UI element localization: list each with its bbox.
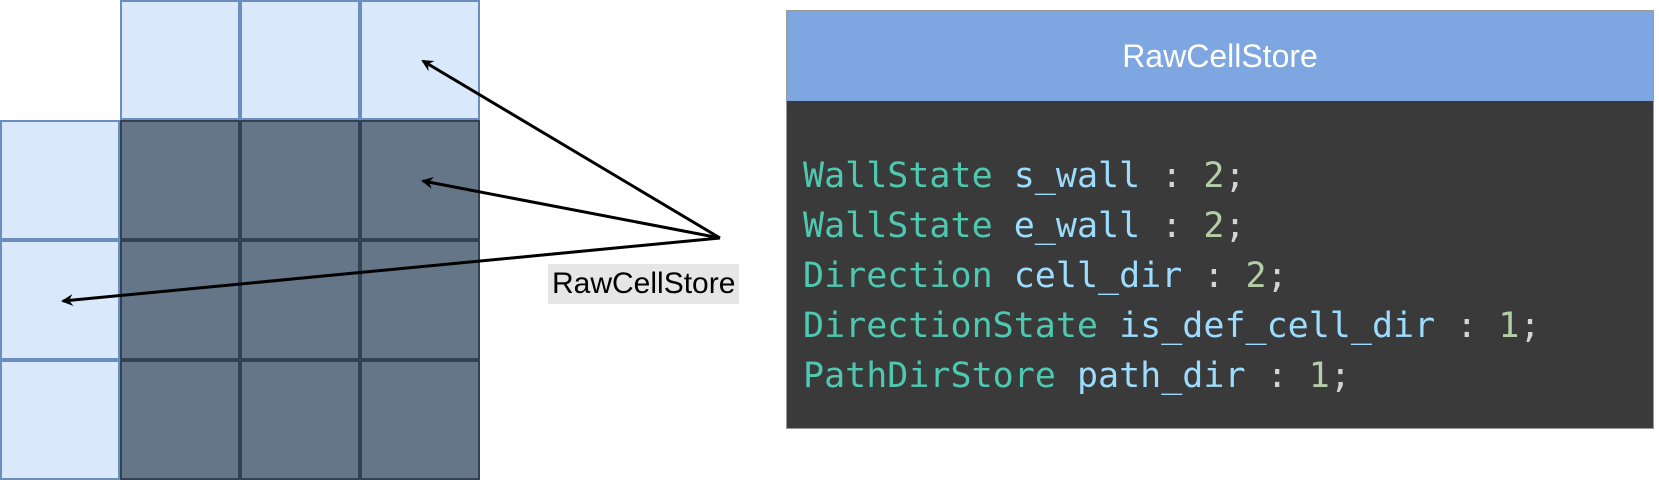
field-type: PathDirStore bbox=[803, 356, 1056, 396]
field-semicolon: ; bbox=[1266, 256, 1288, 296]
field-semicolon: ; bbox=[1519, 306, 1541, 346]
grid-cell-dark bbox=[240, 240, 360, 360]
grid-cell-dark bbox=[120, 120, 240, 240]
field-colon: : bbox=[1140, 206, 1204, 246]
field-colon: : bbox=[1245, 356, 1309, 396]
struct-title: RawCellStore bbox=[787, 11, 1653, 101]
field-name: cell_dir bbox=[1013, 256, 1183, 296]
pointer-arrow bbox=[61, 236, 721, 307]
field-semicolon: ; bbox=[1224, 206, 1246, 246]
grid-cell-light bbox=[360, 0, 480, 120]
field-bits: 2 bbox=[1203, 206, 1225, 246]
grid-cell-light bbox=[120, 0, 240, 120]
field-semicolon: ; bbox=[1329, 356, 1351, 396]
grid-cell-dark bbox=[360, 240, 480, 360]
field-name: e_wall bbox=[1013, 206, 1141, 246]
field-type: DirectionState bbox=[803, 306, 1099, 346]
struct-field: DirectionState is_def_cell_dir : 1; bbox=[803, 301, 1653, 351]
arrow-label: RawCellStore bbox=[548, 264, 740, 304]
field-bits: 1 bbox=[1308, 356, 1330, 396]
field-colon: : bbox=[1435, 306, 1499, 346]
field-bits: 2 bbox=[1203, 156, 1225, 196]
grid-cell-light bbox=[0, 120, 120, 240]
grid-cell-dark bbox=[120, 360, 240, 480]
grid-cell-dark bbox=[240, 360, 360, 480]
struct-box: RawCellStore WallState s_wall : 2;WallSt… bbox=[786, 10, 1654, 429]
field-bits: 1 bbox=[1498, 306, 1520, 346]
field-type: WallState bbox=[803, 206, 993, 246]
struct-field: PathDirStore path_dir : 1; bbox=[803, 351, 1653, 401]
field-name: is_def_cell_dir bbox=[1119, 306, 1436, 346]
grid-cell-light bbox=[240, 0, 360, 120]
pointer-arrow bbox=[421, 59, 721, 240]
field-semicolon: ; bbox=[1224, 156, 1246, 196]
field-type: WallState bbox=[803, 156, 993, 196]
grid-cell-light bbox=[0, 360, 120, 480]
grid-cell-dark bbox=[360, 120, 480, 240]
struct-fields: WallState s_wall : 2;WallState e_wall : … bbox=[787, 101, 1653, 401]
grid-cell-light bbox=[0, 240, 120, 360]
field-colon: : bbox=[1140, 156, 1204, 196]
grid-cell-dark bbox=[240, 120, 360, 240]
struct-field: Direction cell_dir : 2; bbox=[803, 251, 1653, 301]
grid-cell-dark bbox=[120, 240, 240, 360]
field-bits: 2 bbox=[1245, 256, 1267, 296]
struct-field: WallState s_wall : 2; bbox=[803, 151, 1653, 201]
field-name: s_wall bbox=[1013, 156, 1141, 196]
field-colon: : bbox=[1182, 256, 1246, 296]
pointer-arrow bbox=[421, 176, 721, 240]
field-type: Direction bbox=[803, 256, 993, 296]
struct-field: WallState e_wall : 2; bbox=[803, 201, 1653, 251]
grid-cell-dark bbox=[360, 360, 480, 480]
field-name: path_dir bbox=[1076, 356, 1246, 396]
